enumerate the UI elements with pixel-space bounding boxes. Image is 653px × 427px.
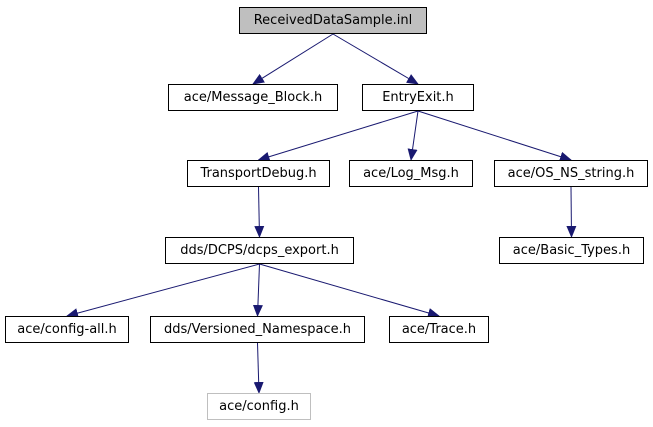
edge-transport_debug-to-dcps_export — [254, 186, 265, 238]
node-received-data-sample: ReceivedDataSample.inl — [239, 7, 427, 34]
node-config-all[interactable]: ace/config-all.h — [5, 316, 129, 343]
edge-entry_exit-to-log_msg — [407, 110, 419, 161]
edge-versioned_namespace-to-config — [253, 342, 264, 394]
node-dcps-export[interactable]: dds/DCPS/dcps_export.h — [165, 237, 354, 264]
node-trace[interactable]: ace/Trace.h — [389, 316, 489, 343]
edges-group — [66, 33, 577, 394]
edge-entry_exit-to-transport_debug — [257, 110, 419, 162]
node-versioned-namespace[interactable]: dds/Versioned_Namespace.h — [150, 316, 365, 343]
node-os-ns-string[interactable]: ace/OS_NS_string.h — [494, 160, 648, 187]
node-basic-types[interactable]: ace/Basic_Types.h — [499, 237, 644, 264]
node-message-block[interactable]: ace/Message_Block.h — [168, 84, 338, 111]
edge-dcps_export-to-versioned_namespace — [252, 263, 263, 317]
node-config: ace/config.h — [207, 393, 311, 420]
edge-os_ns_string-to-basic_types — [566, 186, 577, 238]
edge-received_data_sample-to-message_block — [252, 33, 334, 85]
edge-dcps_export-to-config_all — [66, 263, 260, 318]
node-entry-exit[interactable]: EntryExit.h — [362, 84, 474, 111]
node-transport-debug[interactable]: TransportDebug.h — [187, 160, 330, 187]
edge-dcps_export-to-trace — [259, 263, 440, 318]
edge-received_data_sample-to-entry_exit — [332, 33, 419, 85]
node-log-msg[interactable]: ace/Log_Msg.h — [349, 160, 473, 187]
edge-entry_exit-to-os_ns_string — [417, 110, 572, 162]
